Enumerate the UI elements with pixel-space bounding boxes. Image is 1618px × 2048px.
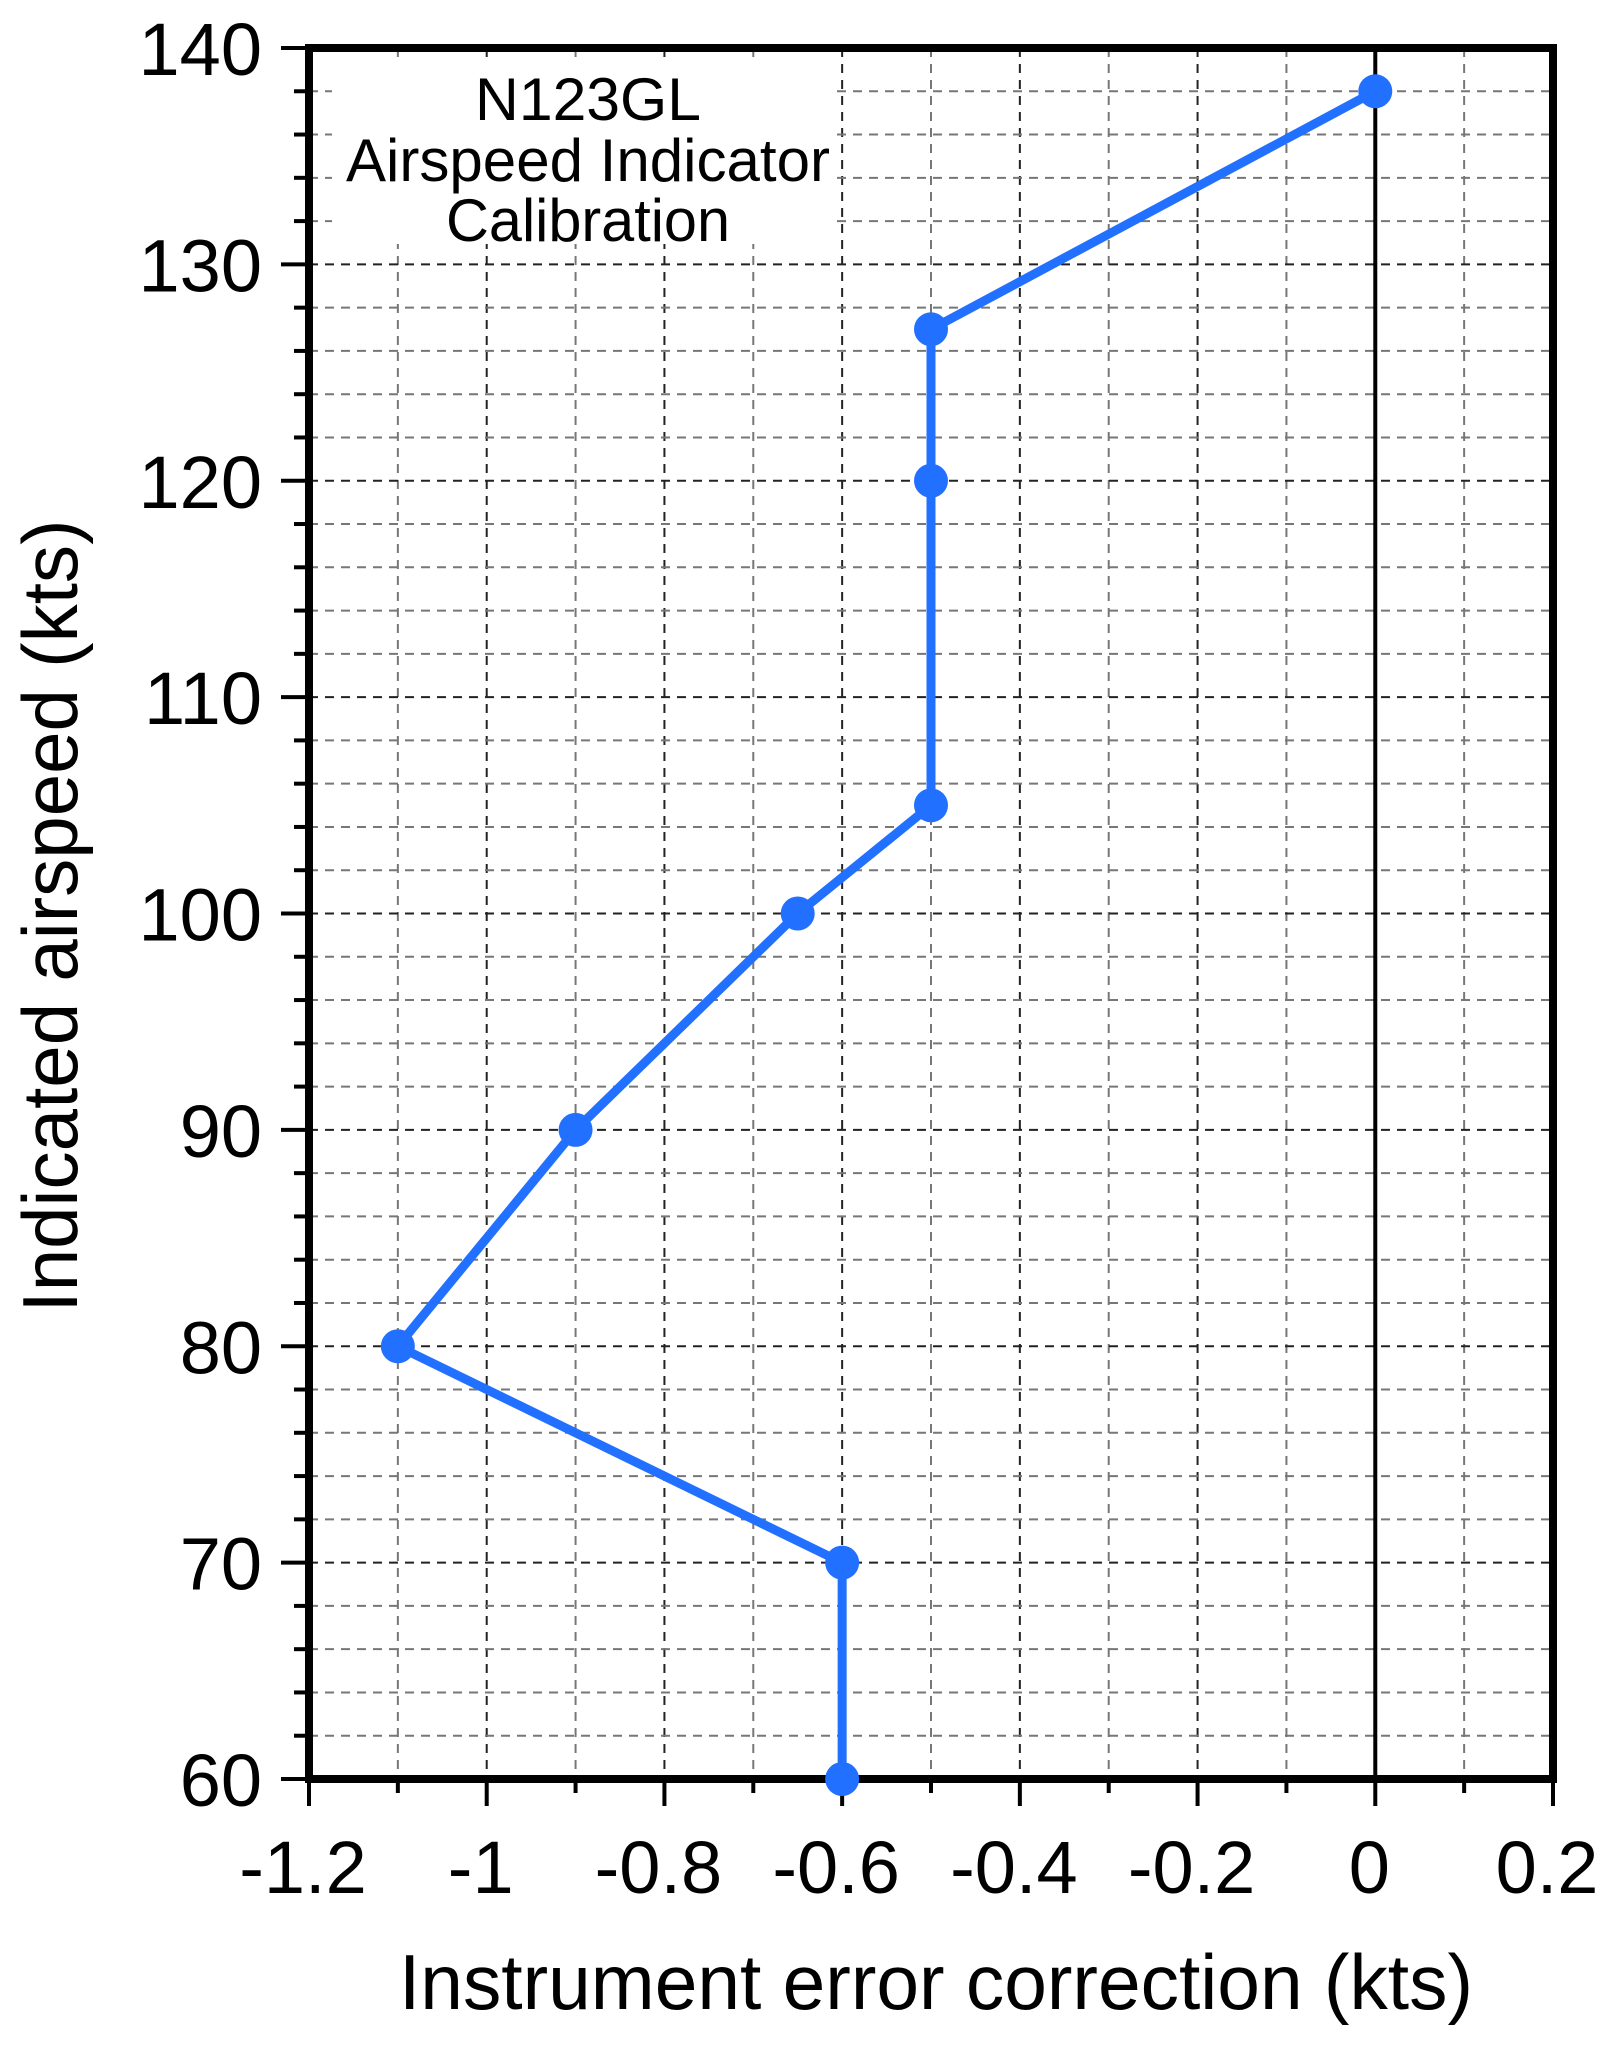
data-point-marker (558, 1112, 593, 1147)
data-point-marker (825, 1545, 860, 1580)
data-point-marker (1358, 74, 1393, 109)
x-tick-label: -1.2 (239, 1826, 367, 1909)
y-tick-label: 140 (139, 8, 262, 91)
data-point-marker (914, 463, 948, 498)
x-tick-label: -1 (448, 1826, 514, 1909)
y-tick-label: 120 (139, 441, 262, 524)
x-axis-title: Instrument error correction (kts) (399, 1938, 1473, 2026)
title-line-1: N123GL (475, 66, 701, 133)
y-tick-label: 130 (139, 224, 262, 307)
data-point-marker (780, 896, 815, 931)
x-axis-tick-labels: -1.2 -1 -0.8 -0.6 -0.4 -0.2 0 0.2 (239, 1826, 1598, 1909)
title-line-2: Airspeed Indicator (346, 127, 830, 194)
x-tick-label: -0.4 (950, 1826, 1078, 1909)
x-tick-label: 0.2 (1496, 1826, 1599, 1909)
grid-lines (309, 48, 1553, 1779)
y-tick-label: 60 (180, 1739, 262, 1822)
chart-title: N123GL Airspeed Indicator Calibration (346, 66, 830, 254)
x-tick-label: -0.8 (595, 1826, 723, 1909)
data-point-marker (380, 1329, 415, 1364)
data-point-marker (914, 312, 948, 347)
y-tick-label: 80 (180, 1306, 262, 1389)
x-tick-label: -0.6 (772, 1826, 900, 1909)
y-tick-label: 90 (180, 1090, 262, 1173)
x-tick-label: 0 (1349, 1826, 1390, 1909)
data-series (380, 74, 1393, 1796)
title-background (332, 60, 836, 244)
y-tick-label: 70 (180, 1523, 262, 1606)
data-point-marker (914, 788, 948, 823)
y-axis-tick-labels: 60 70 80 90 100 110 120 130 140 (139, 8, 262, 1822)
x-tick-label: -0.2 (1128, 1826, 1256, 1909)
title-line-3: Calibration (446, 187, 730, 254)
axis-ticks (281, 46, 1555, 1806)
y-tick-label: 100 (139, 874, 262, 957)
data-point-marker (825, 1762, 860, 1796)
y-axis-title: Indicated airspeed (kts) (6, 520, 94, 1313)
y-tick-label: 110 (144, 657, 262, 740)
